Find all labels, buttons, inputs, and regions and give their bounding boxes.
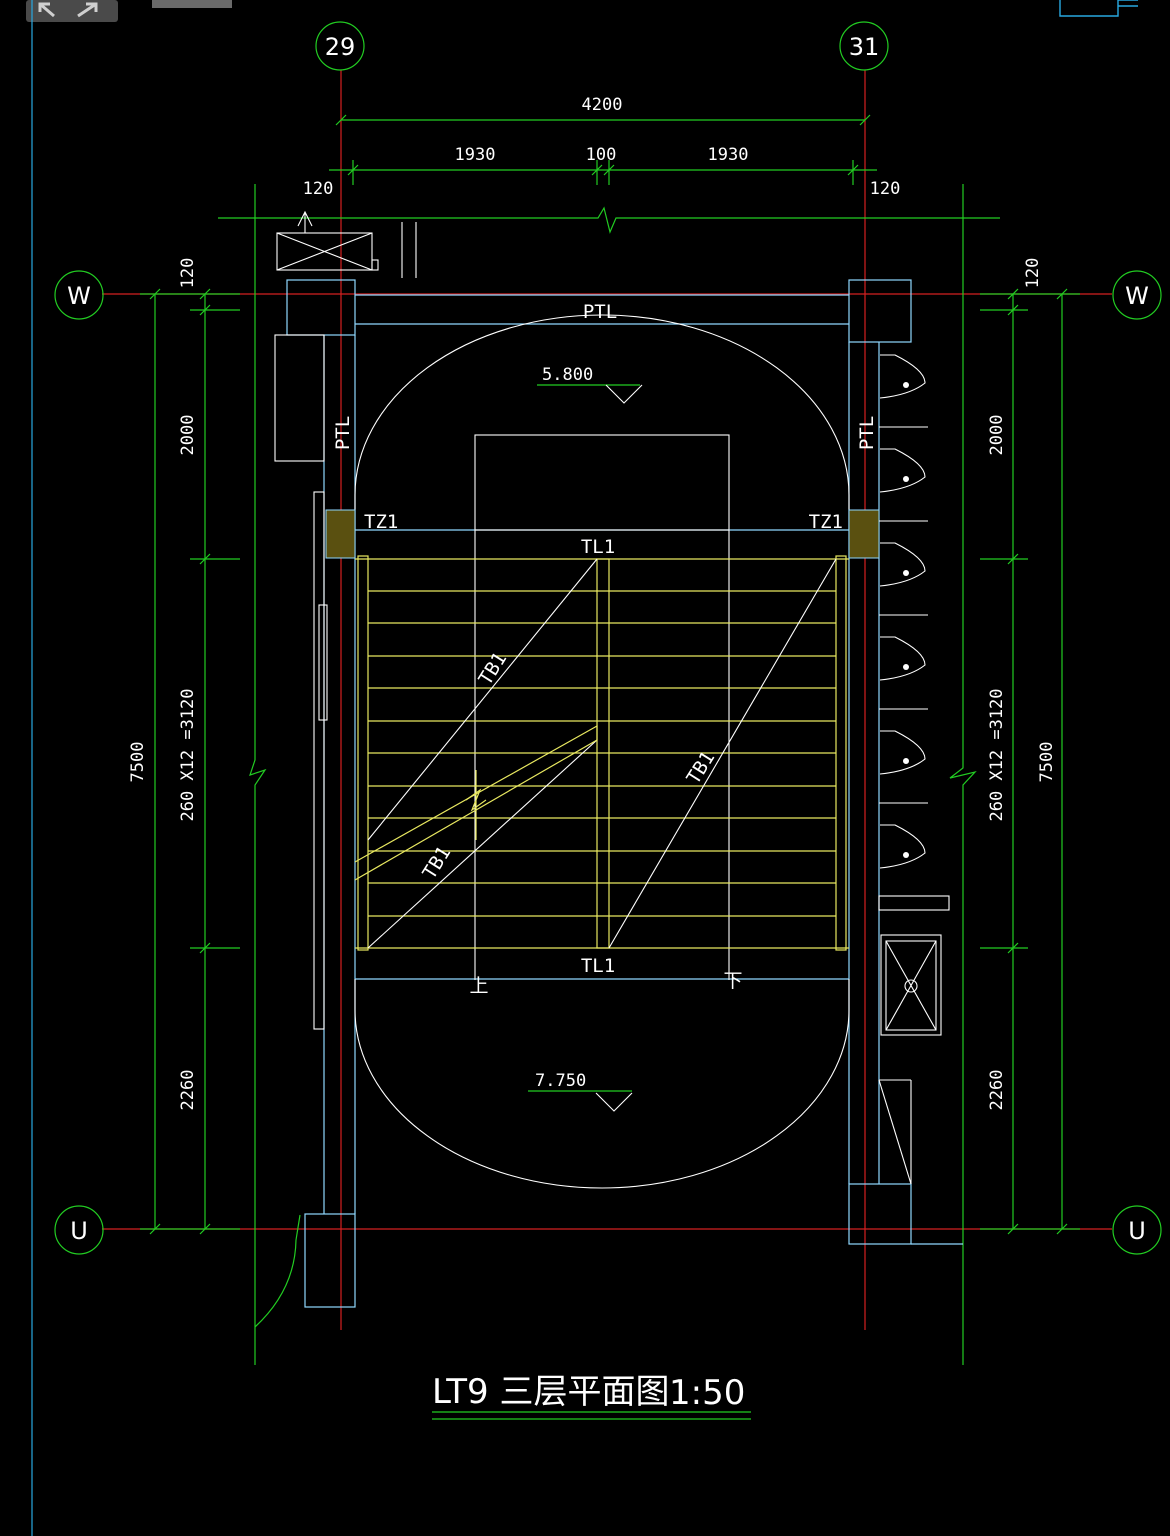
axis-label: W — [1125, 282, 1149, 310]
dimension-text: 1930 — [455, 145, 496, 165]
dimension-text: 260 X12 =3120 — [178, 688, 198, 821]
equipment-box — [274, 210, 417, 462]
stair-well-outline — [354, 314, 850, 1189]
column-label-tz1-right: TZ1 — [809, 511, 843, 533]
break-line-top — [218, 206, 1000, 234]
stair-treads — [355, 555, 849, 951]
elevation-mark-lower: 7.750 — [528, 1071, 633, 1112]
dimension-right-side: 120 2000 260 X12 =3120 2260 7500 — [980, 258, 1080, 1235]
fixture — [879, 824, 926, 869]
zoom-extents-icon[interactable] — [26, 0, 118, 22]
dimension-text: 4200 — [582, 95, 623, 115]
slab-label-tb1-lower: TB1 — [418, 842, 455, 883]
dimension-text: 120 — [1023, 258, 1043, 289]
dimension-text: 2260 — [178, 1070, 198, 1111]
column-label-tz1-left: TZ1 — [364, 511, 398, 533]
dimension-text: 7500 — [1037, 742, 1057, 783]
tb1-diagonals — [354, 558, 837, 949]
axis-bubble-u-left: U — [54, 1205, 104, 1255]
drawing-title-text: LT9 三层平面图 — [432, 1372, 669, 1412]
axis-label: 31 — [849, 33, 880, 61]
dimension-overall-width: 4200 — [335, 95, 871, 126]
fixture — [879, 448, 926, 493]
dimension-text: 2000 — [987, 415, 1007, 456]
elevation-mark-upper: 5.800 — [537, 365, 643, 404]
properties-icon[interactable] — [1059, 0, 1138, 17]
axis-bubble-w-left: W — [54, 270, 104, 320]
left-door-frame — [254, 491, 328, 1328]
beam-label-tl1-top: TL1 — [581, 536, 615, 558]
sanitary-fixtures — [878, 354, 950, 1185]
axis-label: U — [70, 1217, 88, 1245]
fixture — [879, 354, 926, 399]
drawing-title: LT9 三层平面图 1:50 — [432, 1372, 751, 1420]
beam-label-ptl-top: PTL — [583, 301, 617, 323]
axis-label: 29 — [325, 33, 356, 61]
elevation-text: 5.800 — [542, 365, 593, 385]
axis-bubble-31: 31 — [839, 21, 889, 71]
axis-bubble-29: 29 — [315, 21, 365, 71]
axis-lines — [102, 70, 1112, 1330]
dimension-text: 7500 — [128, 742, 148, 783]
beam-label-ptl-left: PTL — [332, 416, 354, 450]
slab-label-tb1-upper: TB1 — [474, 648, 511, 689]
layer-icon[interactable] — [152, 0, 232, 8]
direction-label-down: 下 — [723, 970, 742, 992]
axis-bubble-u-right: U — [1112, 1205, 1162, 1255]
direction-label-up: 上 — [469, 975, 488, 997]
drawing-scale-text: 1:50 — [669, 1373, 745, 1413]
tz1-columns — [325, 509, 880, 559]
dimension-text: 120 — [870, 179, 901, 199]
outer-walls — [249, 184, 977, 1365]
dimension-text: 120 — [178, 258, 198, 289]
dimension-text: 260 X12 =3120 — [987, 688, 1007, 821]
axis-label: W — [67, 282, 91, 310]
beam-label-ptl-right: PTL — [856, 416, 878, 450]
dimension-text: 2000 — [178, 415, 198, 456]
dimension-text: 120 — [303, 179, 334, 199]
beam-label-tl1-bottom: TL1 — [581, 955, 615, 977]
dimension-text: 1930 — [708, 145, 749, 165]
fixture — [879, 730, 926, 775]
axis-bubble-w-right: W — [1112, 270, 1162, 320]
dimension-left-side: 120 2000 260 X12 =3120 2260 7500 — [128, 258, 240, 1235]
fixture — [879, 636, 926, 681]
dimension-flight-row: 1930 100 1930 120 120 — [303, 145, 901, 199]
elevation-text: 7.750 — [535, 1071, 586, 1091]
dimension-text: 100 — [586, 145, 617, 165]
dimension-text: 2260 — [987, 1070, 1007, 1111]
fixture — [879, 542, 926, 587]
axis-label: U — [1128, 1217, 1146, 1245]
